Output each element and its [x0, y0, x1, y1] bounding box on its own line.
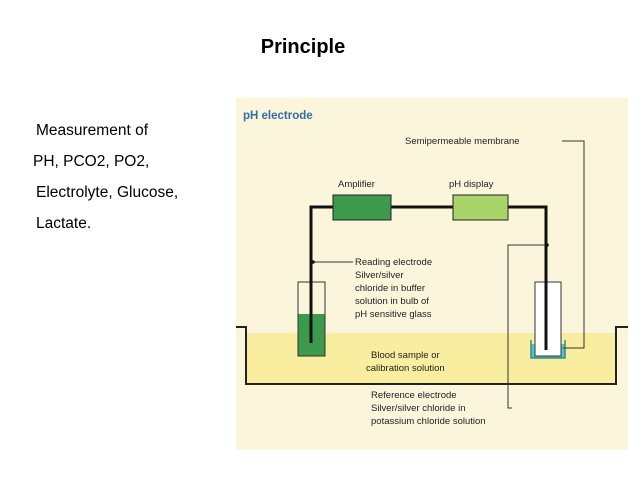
reference-electrode-label: Reference electrode Silver/silver chlori… [371, 390, 486, 427]
reading-electrode-label: Reading electrode Silver/silver chloride… [355, 257, 432, 320]
figure-heading: pH electrode [243, 110, 313, 122]
amplifier-label: Amplifier [338, 179, 375, 190]
reference-leader [507, 244, 547, 409]
reading-label-line-3: chloride in buffer [355, 283, 425, 294]
junction-dot-reference [545, 243, 549, 247]
membrane-label: Semipermeable membrane [405, 136, 520, 147]
reading-label-line-2: Silver/silver [355, 270, 404, 281]
electrode-wire [309, 205, 548, 350]
bullet-line-2: PH, PCO2, PO2, [33, 153, 150, 170]
reference-label-line-3: potassium chloride solution [371, 416, 486, 427]
blood-sample-label: Blood sample or calibration solution [366, 350, 445, 374]
reference-label-line-1: Reference electrode [371, 390, 457, 401]
reading-label-line-4: solution in bulb of [355, 296, 429, 307]
blood-label-line-1: Blood sample or [371, 350, 440, 361]
membrane-leader [562, 140, 585, 349]
ph-display-box [452, 194, 509, 221]
vessel-outline [236, 326, 628, 385]
amplifier-box [332, 194, 392, 221]
junction-dot-reading [311, 260, 315, 264]
reading-label-line-5: pH sensitive glass [355, 309, 432, 320]
reference-electrode-tube [534, 281, 562, 357]
ph-display-label: pH display [449, 179, 494, 190]
bullet-line-3: Electrolyte, Glucose, [36, 184, 179, 201]
bullet-line-1: Measurement of [36, 122, 148, 139]
reference-electrode-cup [530, 340, 566, 359]
blood-label-line-2: calibration solution [366, 363, 445, 374]
bullet-line-4: Lactate. [36, 215, 92, 232]
reference-label-line-2: Silver/silver chloride in [371, 403, 466, 414]
bullet-list: Measurement of PH, PCO2, PO2, Electrolyt… [33, 115, 178, 239]
figure-panel [236, 98, 628, 450]
slide-title: Principle [260, 36, 346, 58]
reading-label-line-1: Reading electrode [355, 257, 432, 268]
